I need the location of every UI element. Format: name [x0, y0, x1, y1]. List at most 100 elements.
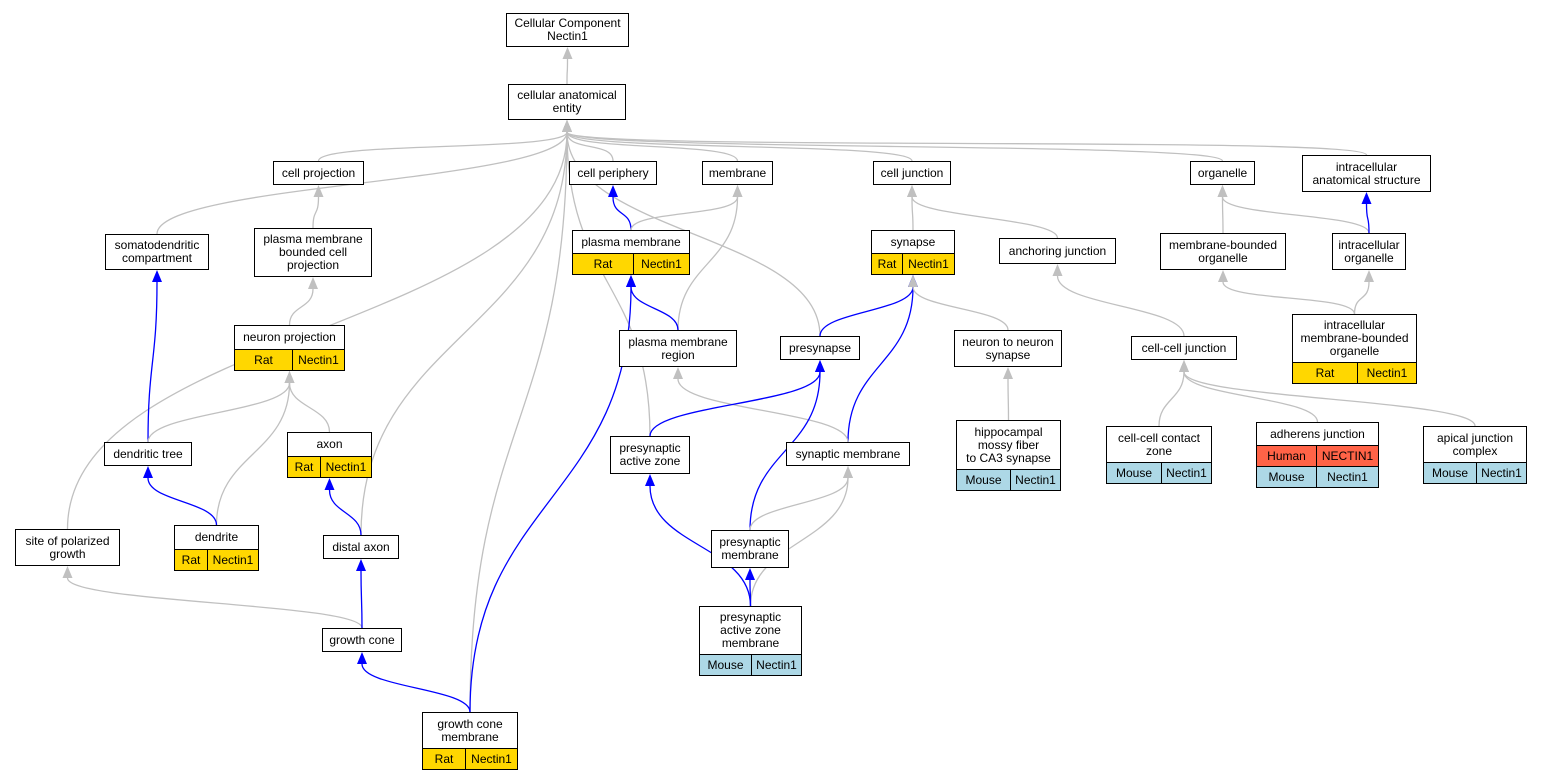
arrowhead	[626, 275, 636, 287]
node-label: adherens junction	[1270, 426, 1365, 441]
node-cae[interactable]: cellular anatomical entity	[508, 84, 626, 120]
edge-is-a	[1056, 275, 1185, 337]
node-mbo[interactable]: membrane-bounded organelle	[1160, 233, 1286, 270]
annotation-species: Rat	[434, 752, 454, 766]
edge-is-a	[1183, 371, 1319, 423]
node-premem[interactable]: presynaptic membrane	[711, 530, 789, 568]
node-label: dendritic tree	[113, 446, 183, 461]
node-presynapse[interactable]: presynapse	[780, 336, 860, 360]
arrowhead	[1218, 270, 1228, 282]
node-label: presynaptic membrane	[719, 535, 781, 562]
node-label: plasma membrane	[581, 234, 681, 249]
node-somato[interactable]: somatodendritic compartment	[105, 234, 209, 270]
node-label: neuron to neuron synapse	[962, 334, 1054, 362]
edge-is-a	[360, 131, 568, 536]
annotation-gene: Nectin1	[1316, 467, 1378, 487]
annotation-gene: Nectin1	[320, 457, 371, 477]
node-label: cell periphery	[577, 165, 649, 180]
edge-is-a	[1183, 371, 1476, 427]
node-dentree[interactable]: dendritic tree	[104, 442, 192, 466]
edge-is-a	[317, 131, 568, 162]
node-synmem[interactable]: synaptic membrane	[786, 442, 910, 466]
edge-is-a	[288, 288, 314, 326]
arrowhead	[562, 120, 572, 132]
arrowhead	[745, 568, 755, 580]
arrowhead	[1052, 264, 1063, 276]
node-label: plasma membrane region	[628, 334, 728, 362]
arrowhead	[732, 185, 743, 197]
node-ccjunc[interactable]: cell-cell junction	[1131, 336, 1237, 360]
annotation-gene: Nectin1	[1010, 470, 1060, 490]
node-cellperiph[interactable]: cell periphery	[569, 161, 657, 185]
node-label: cell junction	[880, 165, 944, 180]
node-root[interactable]: Cellular Component Nectin1	[506, 13, 629, 47]
node-pmregion[interactable]: plasma membrane region	[619, 330, 737, 367]
annotation-gene: NECTIN1	[1316, 446, 1378, 466]
node-intraorg[interactable]: intracellular organelle	[1332, 233, 1406, 270]
node-imbo[interactable]: intracellular membrane-bounded organelle…	[1292, 314, 1417, 384]
edge-is-a	[1221, 196, 1224, 234]
node-organelle[interactable]: organelle	[1190, 161, 1255, 185]
arrowhead	[1364, 270, 1374, 282]
edge-is-a	[566, 131, 651, 437]
node-label: site of polarized growth	[25, 533, 110, 561]
edge-is-a	[630, 196, 739, 231]
node-pmbcp[interactable]: plasma membrane bounded cell projection	[254, 228, 372, 277]
node-sopg[interactable]: site of polarized growth	[15, 529, 120, 566]
node-n2n[interactable]: neuron to neuron synapse	[954, 330, 1062, 367]
annotation-gene: Nectin1	[465, 749, 517, 769]
node-ias[interactable]: intracellular anatomical structure	[1302, 155, 1431, 192]
arrowhead	[608, 185, 618, 197]
edge-is-a	[66, 577, 363, 629]
annotation-gene: Nectin1	[633, 254, 689, 274]
arrowhead	[645, 474, 655, 486]
annotation-species: Rat	[294, 460, 314, 474]
node-distalaxon[interactable]: distal axon	[323, 535, 399, 559]
edge-is-a	[469, 131, 568, 713]
node-label: synaptic membrane	[795, 446, 901, 461]
node-label: intracellular organelle	[1338, 237, 1400, 265]
node-growthcone[interactable]: growth cone	[322, 628, 402, 652]
node-cellproj[interactable]: cell projection	[273, 161, 364, 185]
edge-part-of	[649, 485, 752, 607]
node-label: intracellular membrane-bounded organelle	[1300, 318, 1409, 358]
annotation-species: Rat	[181, 553, 201, 567]
arrowhead	[356, 559, 366, 571]
node-label: membrane	[708, 165, 767, 180]
node-celljunc[interactable]: cell junction	[873, 161, 951, 185]
annotation-gene: Nectin1	[1476, 463, 1526, 483]
edge-part-of	[147, 477, 218, 526]
arrowhead	[143, 466, 153, 478]
node-label: cellular anatomical entity	[517, 88, 617, 115]
node-membrane[interactable]: membrane	[702, 161, 773, 185]
annotation-species: Mouse	[965, 473, 1002, 487]
edge-part-of	[361, 663, 471, 713]
edge-is-a	[288, 382, 331, 433]
arrowhead	[843, 466, 853, 478]
node-paz[interactable]: presynaptic active zone	[610, 436, 690, 474]
annotation-row: Mouse Nectin1	[957, 469, 1060, 490]
annotation-species: Rat	[877, 257, 897, 271]
edge-is-a	[566, 131, 1224, 162]
node-label: organelle	[1197, 165, 1248, 180]
node-label: somatodendritic compartment	[114, 238, 200, 265]
edge-part-of	[847, 286, 914, 443]
node-label: synapse	[890, 234, 936, 249]
node-label: presynapse	[788, 340, 852, 355]
edge-is-a	[566, 131, 1368, 156]
node-anchoring[interactable]: anchoring junction	[999, 238, 1116, 264]
